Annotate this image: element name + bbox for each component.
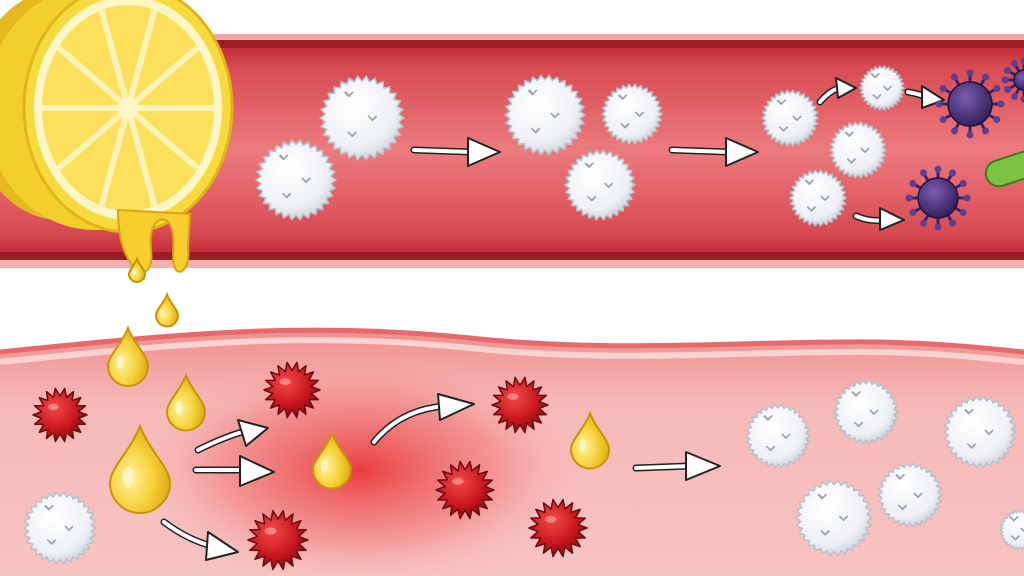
cells [23,57,1024,571]
white-blood-cell-icon [999,509,1024,551]
white-blood-cell-icon [789,169,847,227]
flow-arrow-icon [410,137,501,167]
flow-arrow-icon [160,518,239,561]
white-blood-cell-icon [504,74,586,156]
bacteria-icon [984,148,1024,188]
white-blood-cell-icon [859,65,905,111]
free-radical-icon [263,361,321,419]
free-radical-icon [435,460,495,520]
white-blood-cell-icon [23,491,97,565]
white-blood-cell-icon [943,395,1017,469]
free-radical-icon [32,387,88,443]
free-radical-icon [491,376,549,434]
juice-drop-icon [569,410,611,470]
white-blood-cell-icon [745,403,811,469]
virus-icon [905,165,971,231]
flow-arrow-icon [194,419,269,454]
free-radical-icon [528,498,588,558]
flow-arrow-icon [632,451,721,481]
inflammation-glow [130,350,590,576]
virus-icon [1001,57,1024,103]
juice-drop-icon [127,255,147,283]
white-blood-cell-icon [564,149,636,221]
juice-drop-icon [106,325,150,387]
juice-drop-icon [154,291,180,328]
half-lemon-icon [0,0,234,273]
virus-icon [935,69,1005,139]
flow-arrow-icon [852,207,905,231]
free-radical-icon [247,509,309,571]
flow-arrows [160,77,945,561]
flow-arrow-icon [904,85,945,109]
flow-arrow-icon [370,393,475,446]
white-blood-cell-icon [795,479,873,557]
flow-arrow-icon [192,455,275,487]
flow-arrow-icon [816,77,857,106]
white-blood-cell-icon [601,83,663,145]
white-blood-cell-icon [877,462,943,528]
juice-drop-icon [311,430,353,490]
white-blood-cell-icon [833,379,899,445]
tissue-area [0,327,1024,576]
white-blood-cell-icon [761,89,819,147]
flow-arrow-icon [668,137,759,167]
white-blood-cell-icon [319,75,405,161]
juice-drop-icon [108,423,172,514]
white-blood-cell-icon [255,139,337,221]
juice-drop-icon [165,372,207,432]
white-blood-cell-icon [829,121,887,179]
